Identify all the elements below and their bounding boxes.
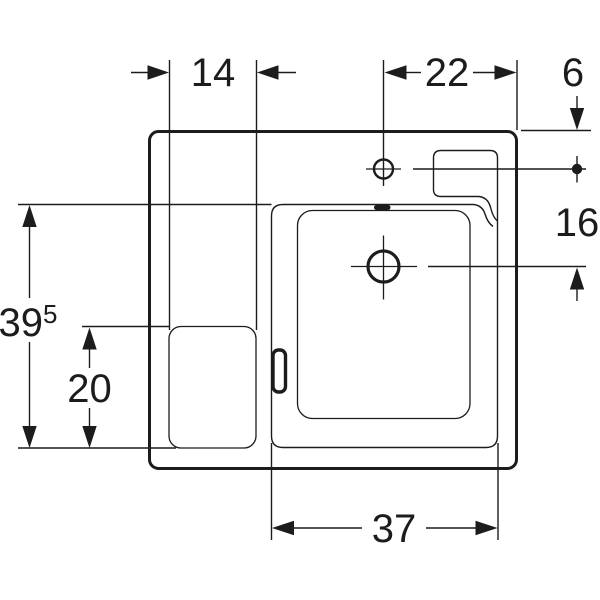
dimension-tap-to-right: 22 — [382, 51, 518, 186]
arrowhead-down-icon — [82, 426, 97, 448]
arrowhead-up-icon — [82, 327, 97, 350]
dimension-basin-depth: 395 — [0, 205, 57, 448]
basin-inner-outline — [296, 209, 471, 420]
arrowhead-right-icon — [475, 520, 498, 536]
rim-blend-curve — [473, 203, 494, 228]
dim-tap-drain-label: 16 — [555, 201, 600, 245]
dim-tap-right-label: 22 — [425, 51, 470, 95]
dim-shelf-width-label: 14 — [191, 51, 236, 95]
reference-lines — [18, 129, 591, 449]
arrowhead-down-icon — [569, 108, 585, 130]
drain-marker — [366, 249, 401, 284]
rim-handle-clip — [271, 348, 288, 394]
dimension-shelf-width: 14 — [131, 51, 296, 95]
arrowhead-left-icon — [272, 520, 294, 536]
arrowhead-left-icon — [257, 65, 279, 80]
shelf-tray-outline — [168, 325, 257, 449]
dim-top-offset-label: 6 — [562, 51, 584, 95]
arrowhead-right-icon — [147, 65, 169, 80]
dim-depth-superscript: 5 — [43, 299, 57, 329]
countertop-outline — [148, 130, 518, 470]
arrowhead-down-icon — [22, 426, 37, 448]
arrowhead-left-icon — [384, 65, 407, 80]
basin-outer-outline — [270, 149, 499, 449]
dimension-bowl-width: 37 — [270, 443, 499, 551]
dimension-tap-to-drain: 16 — [555, 156, 600, 301]
dim-depth-main: 39 — [0, 301, 43, 345]
dim-shelf-depth-label: 20 — [67, 367, 112, 411]
dimension-edge-to-tap: 6 — [562, 51, 585, 130]
dim-depth-label: 395 — [0, 299, 57, 345]
dimension-shelf-depth: 20 — [67, 327, 112, 448]
dim-bowl-width-label: 37 — [372, 507, 417, 551]
product-outlines — [148, 60, 518, 470]
arrowhead-right-icon — [494, 65, 517, 80]
arrowhead-up-icon — [569, 267, 585, 290]
overflow-slot — [374, 205, 391, 210]
deck-blend-curve — [478, 195, 498, 222]
arrowhead-up-icon — [22, 205, 37, 227]
